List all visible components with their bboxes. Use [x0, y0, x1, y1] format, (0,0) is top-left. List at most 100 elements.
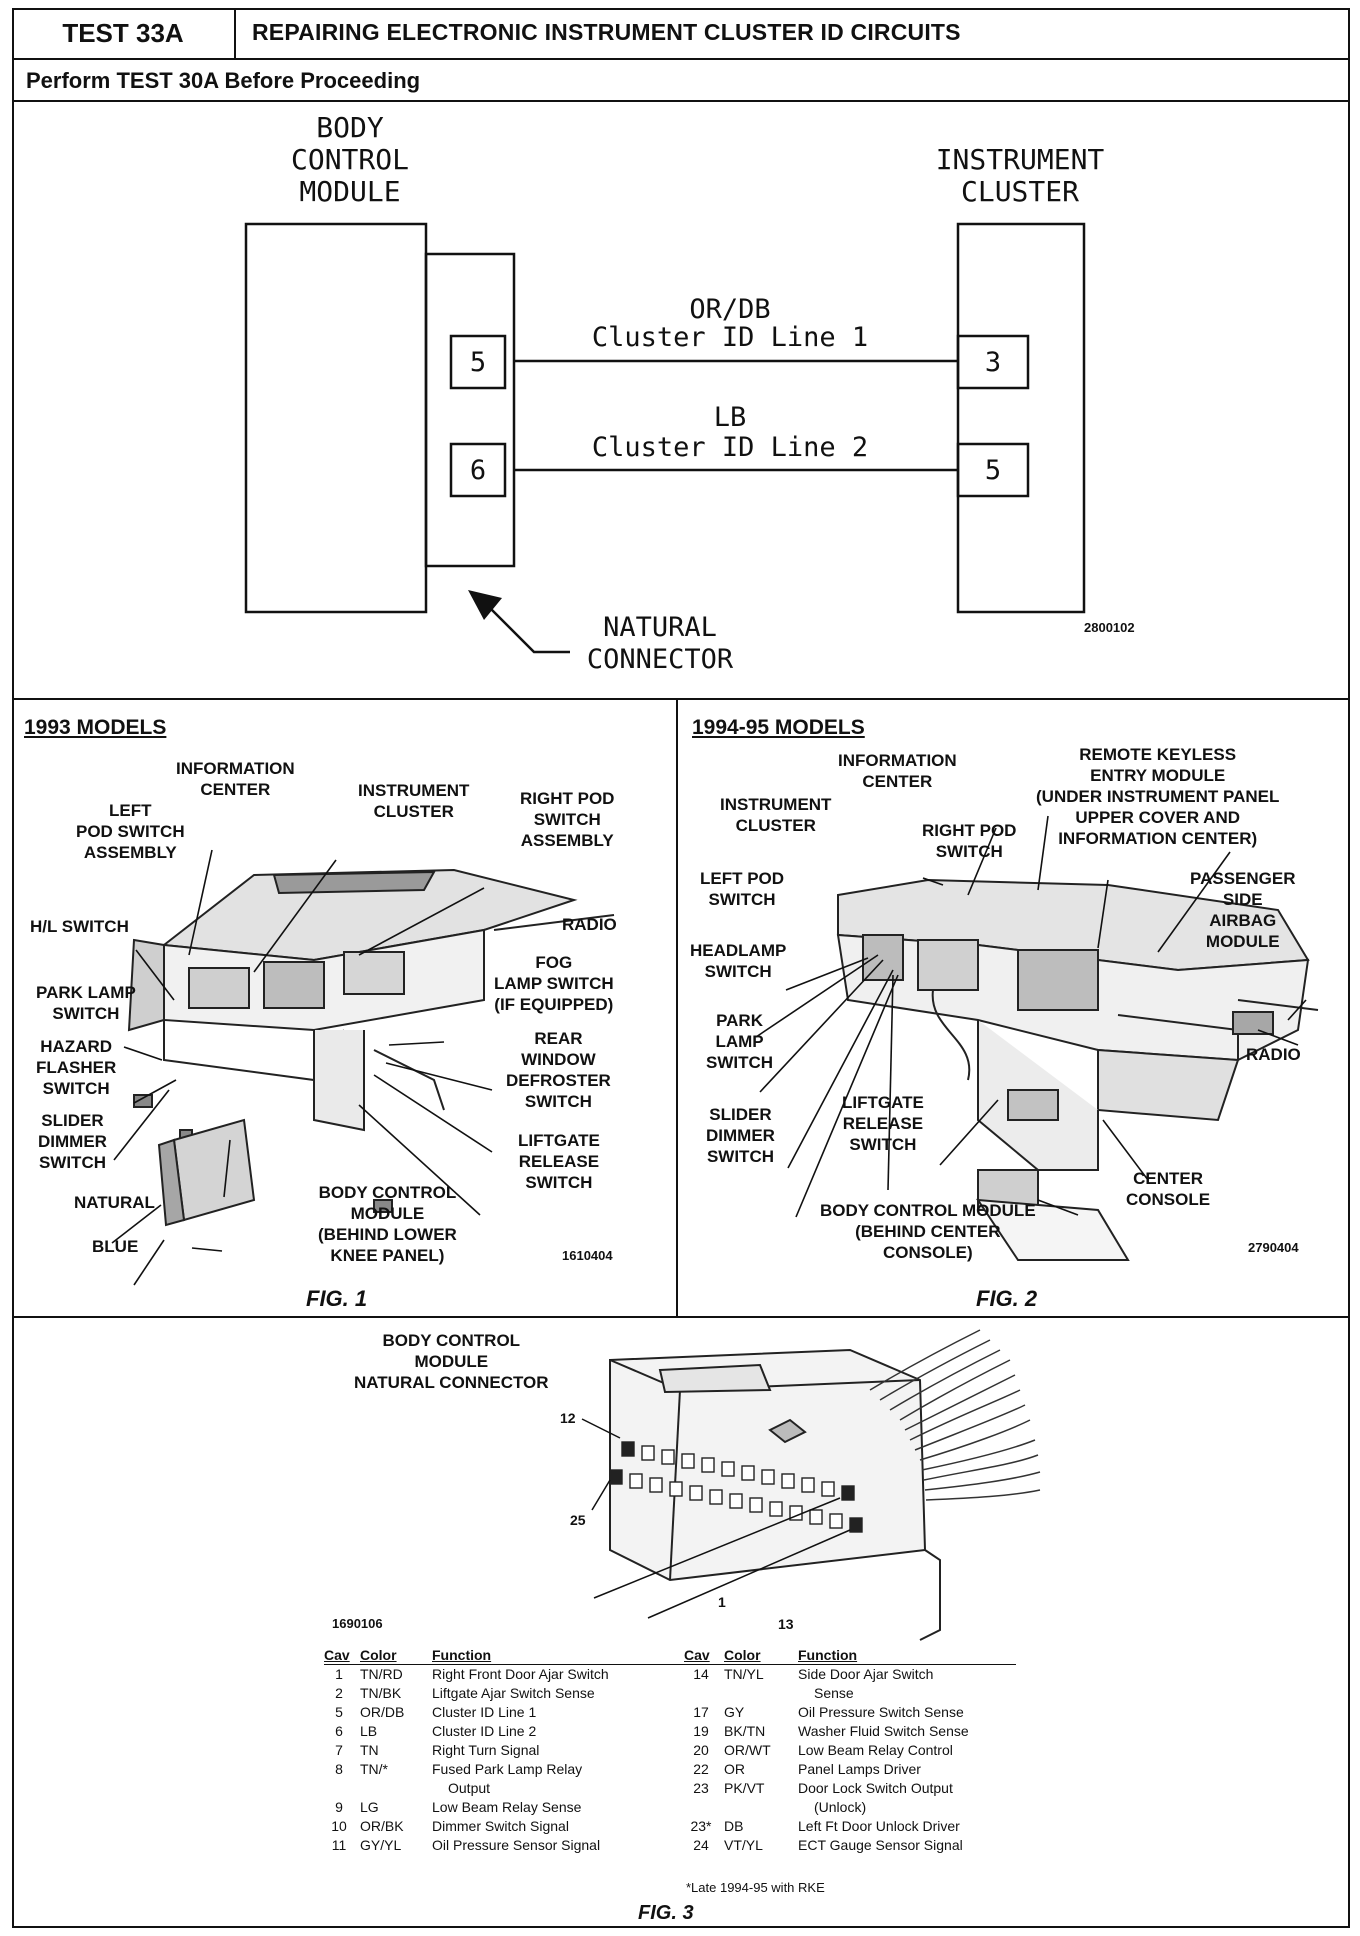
function: Low Beam Relay Sense	[432, 1799, 582, 1815]
color	[724, 1684, 798, 1703]
connector-label-line: NATURAL	[603, 612, 717, 643]
label-line: SWITCH	[524, 1092, 592, 1111]
cav	[324, 1779, 360, 1798]
label-line: RELEASE	[518, 1152, 600, 1171]
cluster-label-line: INSTRUMENT	[935, 143, 1105, 176]
fig3-footnote: *Late 1994-95 with RKE	[686, 1880, 825, 1895]
label-line: BODY CONTROL	[382, 1331, 521, 1350]
fig1-hazard-label: HAZARD FLASHER SWITCH	[36, 1036, 116, 1099]
fig2-liftgate-label: LIFTGATE RELEASE SWITCH	[842, 1092, 924, 1155]
label-line: CLUSTER	[373, 802, 454, 821]
function: Washer Fluid Switch Sense	[798, 1723, 969, 1739]
label-line: SWITCH	[706, 1053, 774, 1072]
label-line: LIFTGATE	[842, 1093, 924, 1112]
table-row: Output	[324, 1779, 615, 1798]
label-line: WINDOW	[521, 1050, 596, 1069]
fig1-hl-switch-label: H/L SWITCH	[30, 917, 129, 936]
label-line: LIFTGATE	[518, 1131, 600, 1150]
col-cav: Cav	[324, 1647, 350, 1663]
cav: 2	[335, 1685, 343, 1701]
function: Right Turn Signal	[432, 1742, 540, 1758]
label-line: RIGHT POD	[520, 789, 615, 808]
color	[360, 1779, 432, 1798]
label-line: HEADLAMP	[690, 941, 787, 960]
fig2-left-pod-label: LEFT POD SWITCH	[700, 868, 784, 910]
col-function: Function	[432, 1647, 492, 1663]
fig2-caption: FIG. 2	[976, 1286, 1038, 1311]
cav: 23	[693, 1780, 709, 1796]
fig2-passenger-label: PASSENGER SIDE AIRBAG MODULE	[1190, 868, 1296, 952]
cluster-label: INSTRUMENT CLUSTER	[900, 144, 1140, 208]
label-line: BODY CONTROL	[318, 1183, 457, 1202]
label-line: SLIDER	[41, 1111, 104, 1130]
label-line: PARK LAMP	[36, 983, 136, 1002]
label-line: RELEASE	[842, 1114, 924, 1133]
function: (Unlock)	[814, 1799, 867, 1815]
cav	[684, 1798, 724, 1817]
label-line: FLASHER	[36, 1058, 117, 1077]
label-line: LAMP SWITCH	[494, 974, 614, 993]
bcm-label-line: BODY	[316, 111, 384, 144]
subheader: Perform TEST 30A Before Proceeding	[12, 60, 1350, 102]
color: OR	[724, 1761, 745, 1777]
color: GY	[724, 1704, 745, 1720]
pin-label-12: 12	[560, 1410, 576, 1426]
label-line: CENTER	[862, 772, 933, 791]
label-line: CLUSTER	[735, 816, 816, 835]
color: DB	[724, 1818, 744, 1834]
cav: 9	[335, 1799, 343, 1815]
cluster-label-line: CLUSTER	[960, 175, 1079, 208]
fig1-rear-window-label: REAR WINDOW DEFROSTER SWITCH	[506, 1028, 611, 1112]
color: TN/YL	[724, 1666, 764, 1682]
label-line: SWITCH	[38, 1153, 106, 1172]
test-id: TEST 33A	[12, 8, 236, 58]
label-line: PARK	[716, 1011, 763, 1030]
wire2-name: Cluster ID Line 2	[591, 432, 869, 463]
pin-label-1: 1	[718, 1594, 726, 1610]
cav: 22	[693, 1761, 709, 1777]
fig2-rke-label: REMOTE KEYLESS ENTRY MODULE (UNDER INSTR…	[1036, 744, 1279, 849]
fig1-slider-label: SLIDER DIMMER SWITCH	[38, 1110, 107, 1173]
cluster-pin-2: 5	[984, 455, 1002, 486]
pin-label-13: 13	[778, 1616, 794, 1632]
cav: 1	[335, 1666, 343, 1682]
cluster-box	[956, 222, 1086, 614]
cav: 11	[331, 1837, 347, 1853]
label-line: SWITCH	[533, 810, 601, 829]
col-function: Function	[798, 1647, 858, 1663]
wire2-color: LB	[713, 402, 747, 433]
function: Output	[448, 1780, 491, 1796]
label-line: SWITCH	[935, 842, 1003, 861]
label-line: INSTRUMENT	[358, 781, 470, 800]
fig1-ref: 1610404	[562, 1248, 613, 1263]
col-cav: Cav	[684, 1647, 710, 1663]
label-line: REAR	[534, 1029, 583, 1048]
cav: 17	[693, 1704, 709, 1720]
function: Left Ft Door Unlock Driver	[798, 1818, 960, 1834]
label-line: (BEHIND CENTER	[855, 1222, 1001, 1241]
bcm-pin-1: 5	[469, 347, 487, 378]
bcm-label: BODY CONTROL MODULE	[270, 112, 430, 208]
label-line: LEFT POD	[700, 869, 785, 888]
connector-illustration	[581, 1329, 1041, 1641]
fig1-bcm-label: BODY CONTROL MODULE (BEHIND LOWER KNEE P…	[318, 1182, 457, 1266]
label-line: DEFROSTER	[506, 1071, 611, 1090]
color: BK/TN	[724, 1723, 766, 1739]
cluster-pin-1: 3	[984, 347, 1002, 378]
fig1-fog-label: FOG LAMP SWITCH (IF EQUIPPED)	[494, 952, 614, 1015]
fig2-center-console-label: CENTER CONSOLE	[1126, 1168, 1210, 1210]
table-row: (Unlock)	[684, 1798, 975, 1817]
label-line: INFORMATION	[838, 751, 957, 770]
label-line: (IF EQUIPPED)	[494, 995, 614, 1014]
cav: 19	[693, 1723, 709, 1739]
